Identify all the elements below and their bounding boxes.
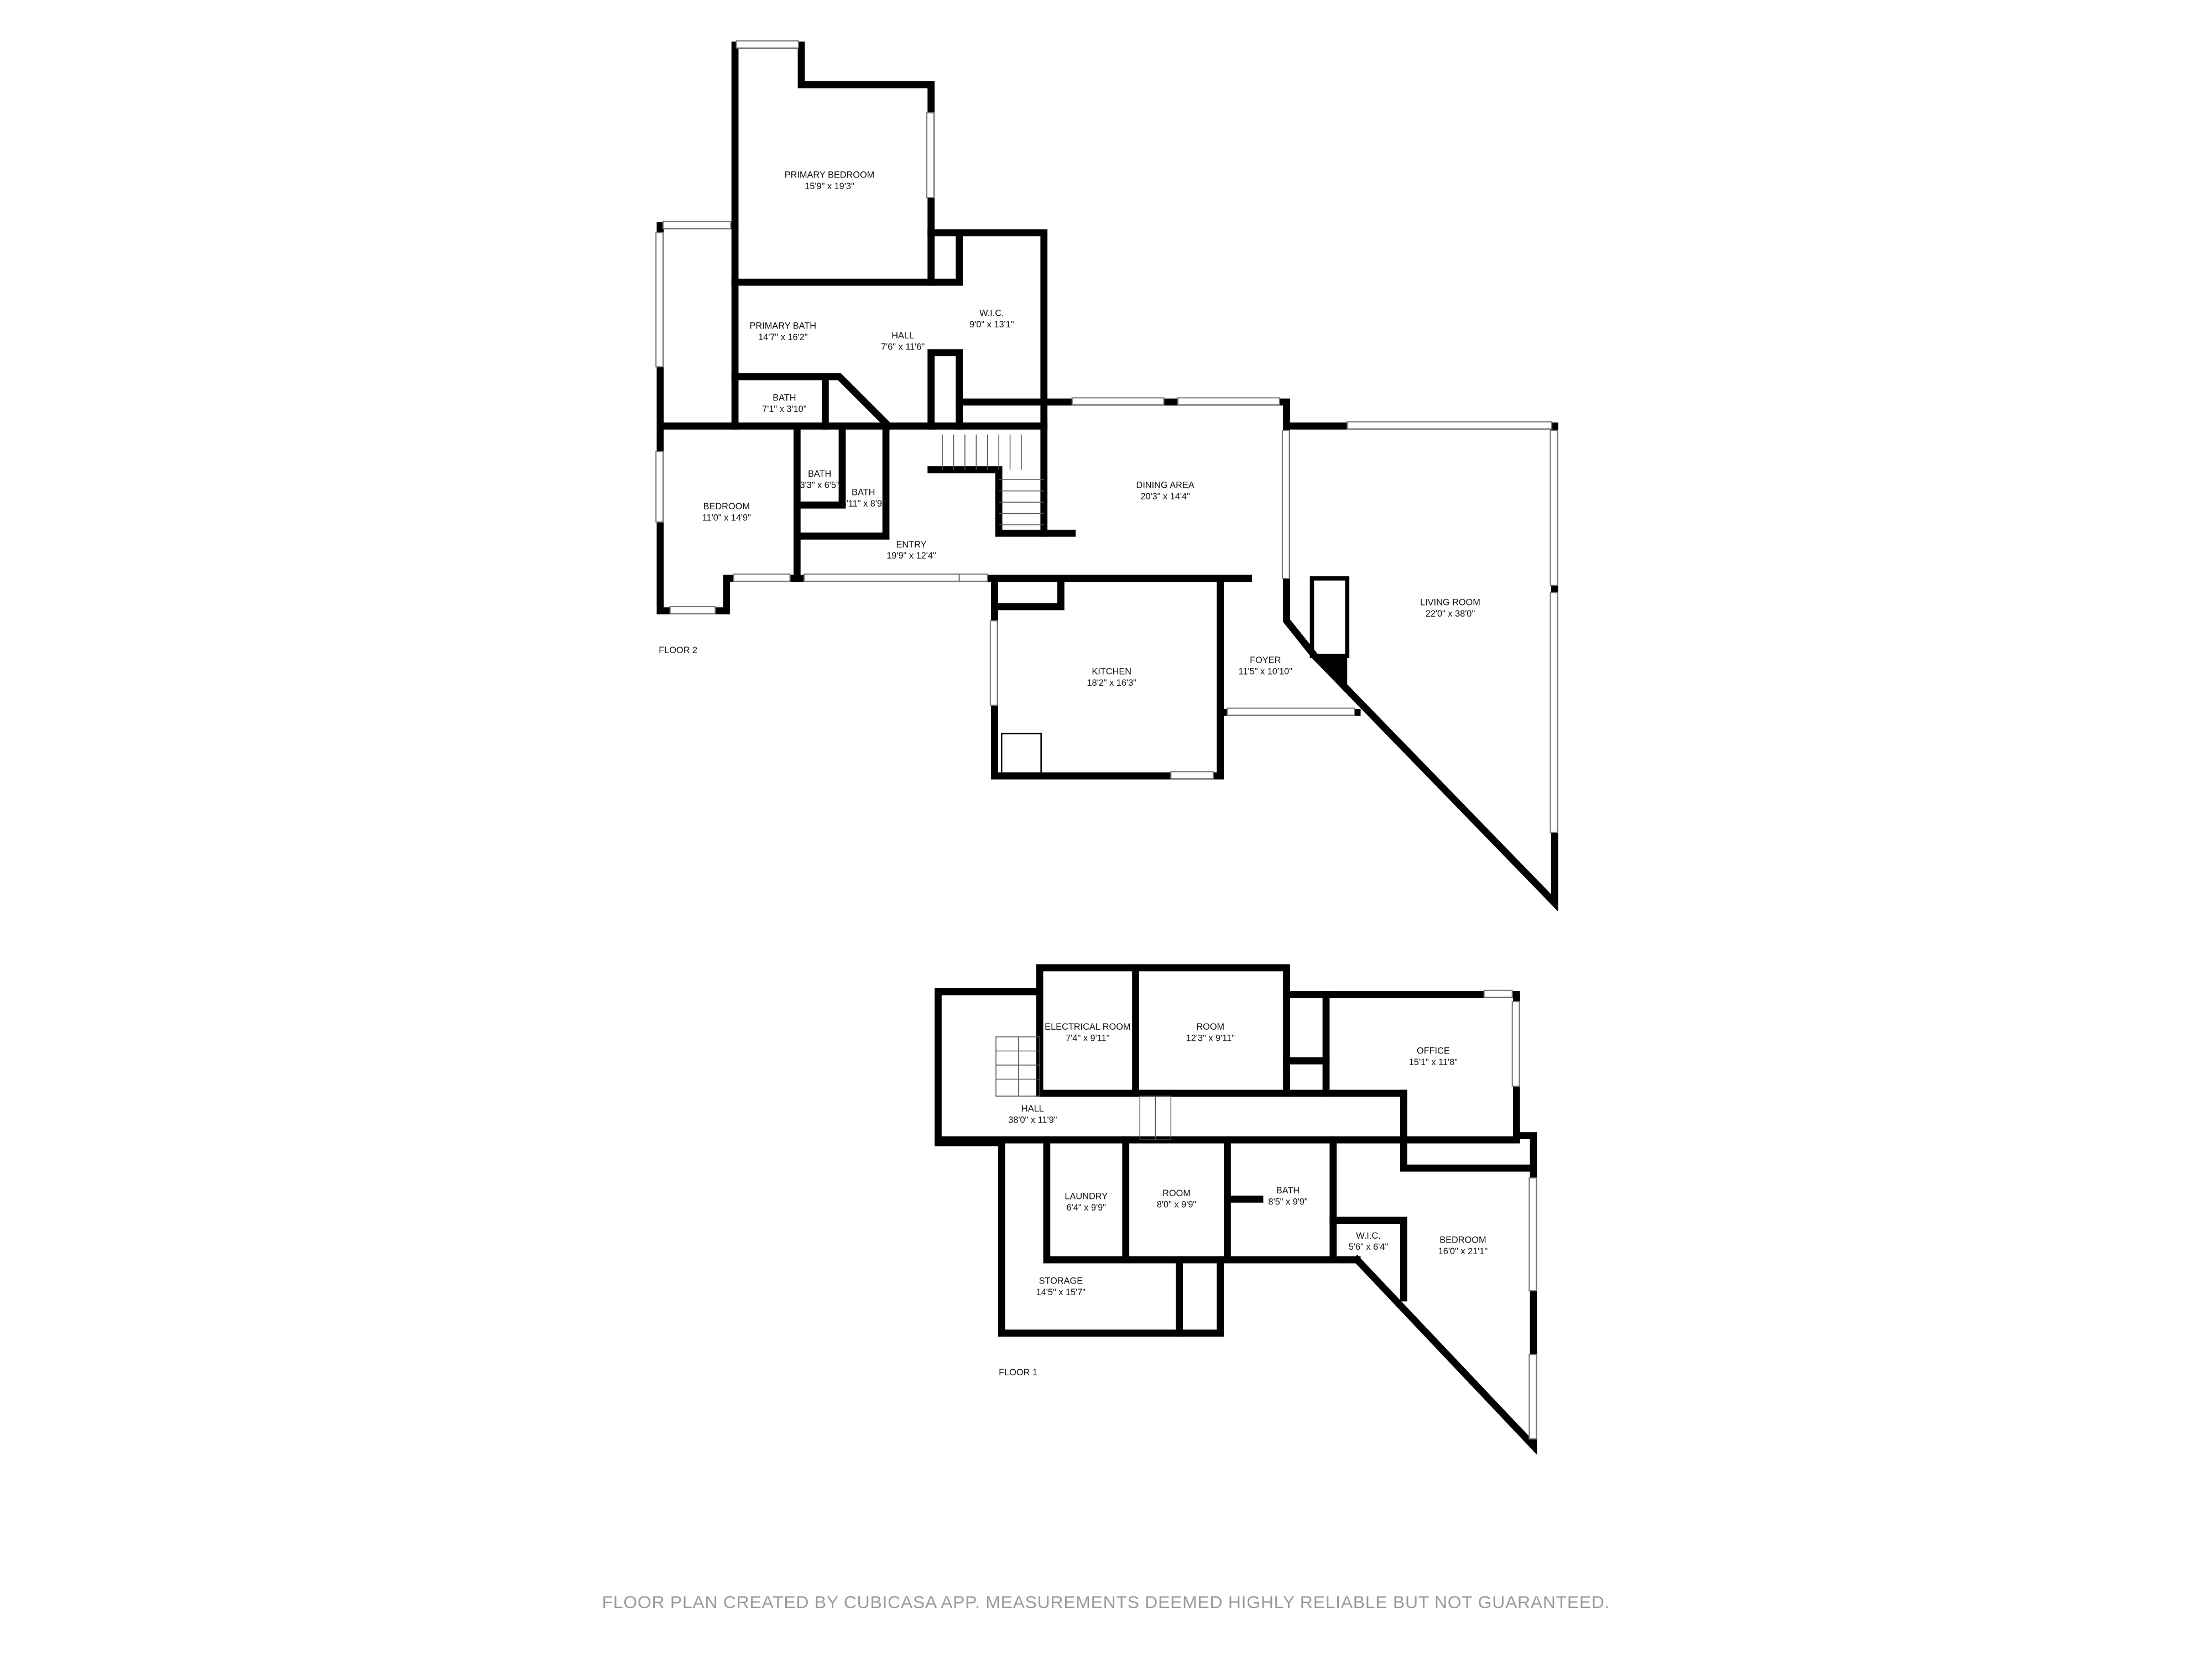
room-name: BATH (808, 469, 831, 479)
room-size: 18'2" x 16'3" (1087, 678, 1136, 688)
room-size: 15'9" x 19'3" (805, 181, 854, 191)
room-size: 8'5" x 9'9" (1268, 1197, 1308, 1207)
room-name: STORAGE (1039, 1276, 1083, 1286)
room-size: 5'6" x 6'4" (1349, 1242, 1389, 1252)
room-size: 7'6" x 11'6" (881, 342, 925, 352)
room-size: 14'5" x 15'7" (1036, 1287, 1086, 1297)
room-size: 19'9" x 12'4" (886, 551, 936, 561)
room-size: 38'0" x 11'9" (1008, 1115, 1057, 1125)
room-name: ROOM (1196, 1022, 1224, 1032)
room-name: HALL (891, 331, 914, 341)
room-name: DINING AREA (1136, 481, 1194, 491)
room-size: 22'0" x 38'0" (1426, 609, 1475, 619)
room-size: 12'3" x 9'11" (1186, 1034, 1235, 1044)
room-size: 20'3" x 14'4" (1140, 492, 1190, 502)
room-name: ROOM (1162, 1188, 1191, 1198)
room-size: 8'0" x 9'9" (1157, 1200, 1197, 1210)
room-name: BATH (852, 487, 875, 497)
room-name: W.I.C. (1356, 1231, 1380, 1241)
floor-1-label: FLOOR 1 (999, 1368, 1037, 1378)
room-size: 6'11" x 8'9" (842, 499, 885, 509)
room-name: ENTRY (896, 540, 926, 550)
room-name: LIVING ROOM (1420, 597, 1480, 607)
room-name: BATH (773, 393, 796, 403)
room-size: 11'0" x 14'9" (702, 513, 751, 523)
room-name: PRIMARY BATH (750, 321, 817, 331)
room-size: 15'1" x 11'8" (1409, 1057, 1458, 1067)
floor-1-labels: ELECTRICAL ROOM 7'4" x 9'11" ROOM 12'3" x … (999, 1022, 1488, 1378)
room-name: BEDROOM (703, 502, 750, 512)
room-name: PRIMARY BEDROOM (785, 170, 875, 180)
room-name: FOYER (1250, 655, 1281, 665)
room-name: BATH (1276, 1186, 1300, 1196)
floor-1-walls (935, 964, 1537, 1455)
room-name: ELECTRICAL ROOM (1045, 1022, 1130, 1032)
footer-disclaimer: FLOOR PLAN CREATED BY CUBICASA APP. MEAS… (602, 1592, 1610, 1612)
room-size: 14'7" x 16'2" (758, 332, 808, 342)
room-name: OFFICE (1417, 1046, 1450, 1056)
room-size: 3'3" x 6'5" (800, 481, 839, 491)
room-size: 7'4" x 9'11" (1066, 1034, 1109, 1044)
room-size: 16'0" x 21'1" (1438, 1246, 1488, 1256)
svg-text:W.I.C.5'6" x 6'4": W.I.C.5'6" x 6'4" (1349, 1231, 1389, 1252)
room-size: 7'1" x 3'10" (762, 404, 807, 414)
room-size: 9'0" x 13'1" (969, 320, 1014, 330)
room-name: LAUNDRY (1065, 1191, 1108, 1201)
room-name: HALL (1021, 1104, 1044, 1114)
floor-2-walls (655, 40, 1558, 912)
room-name: W.I.C. (979, 308, 1004, 318)
room-name: BEDROOM (1439, 1235, 1486, 1245)
floor-2-label: FLOOR 2 (659, 645, 697, 655)
room-size: 6'4" x 9'9" (1067, 1203, 1107, 1213)
svg-text:W.I.C.9'0" x 13'1": W.I.C. 9'0" x 13'1" (969, 308, 1014, 329)
room-name: KITCHEN (1092, 666, 1131, 676)
room-size: 11'5" x 10'10" (1239, 666, 1293, 676)
